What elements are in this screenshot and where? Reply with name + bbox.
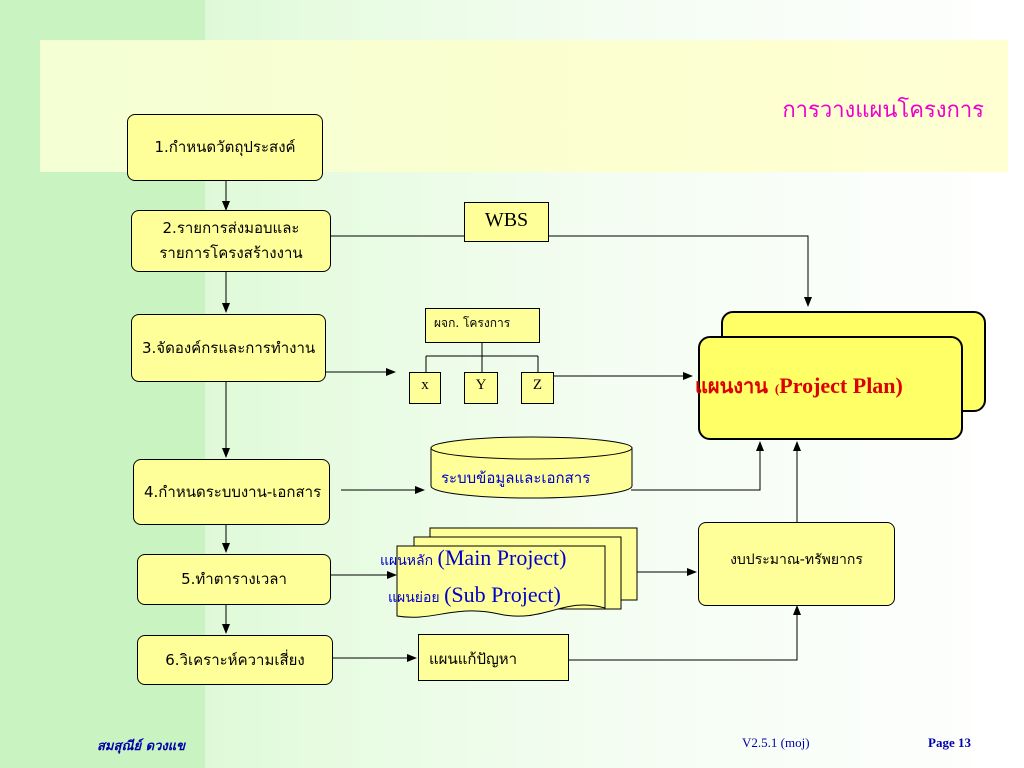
step-5-box: 5.ทำตารางเวลา <box>137 554 331 605</box>
step-6-label: 6.วิเคราะห์ความเสี่ยง <box>165 650 305 669</box>
step-3-box: 3.จัดองค์กรและการทำงาน <box>131 314 326 382</box>
step-2-box: 2.รายการส่งมอบและ รายการโครงสร้างงาน <box>131 210 331 272</box>
member-y-box: Y <box>464 372 498 404</box>
sub-project-label: แผนย่อย (Sub Project) <box>388 582 561 609</box>
project-plan-box <box>698 336 963 440</box>
footer-page-number: Page 13 <box>928 735 971 750</box>
project-plan-paren: ( <box>774 381 780 396</box>
step-2-label-line2: รายการโครงสร้างงาน <box>159 244 303 262</box>
footer-version: V2.5.1 (moj) <box>742 735 810 750</box>
main-project-eng: (Main Project) <box>437 545 567 570</box>
arrow-step2-plan <box>331 235 812 307</box>
sub-project-thai: แผนย่อย <box>388 590 440 606</box>
wbs-label: WBS <box>484 209 529 231</box>
risk-plan-label: แผนแก้ปัญหา <box>429 650 518 668</box>
database-cylinder <box>430 436 633 499</box>
arrow-database-plan <box>631 441 764 491</box>
step-3-label: 3.จัดองค์กรและการทำงาน <box>142 338 316 357</box>
member-z-label: Z <box>532 377 543 393</box>
member-x-label: x <box>421 377 429 393</box>
step-5-label: 5.ทำตารางเวลา <box>181 570 287 589</box>
project-plan-eng: Project Plan) <box>779 373 903 398</box>
project-plan-thai: แผนงาน <box>695 374 768 398</box>
slide-title: การวางแผนโครงการ <box>782 98 984 123</box>
project-manager-label: ผจก. โครงการ <box>434 316 511 330</box>
budget-box: งบประมาณ-ทรัพยากร <box>698 522 895 606</box>
member-y-label: Y <box>475 377 487 393</box>
wbs-box: WBS <box>464 202 549 242</box>
project-plan-label: แผนงาน (Project Plan) <box>695 370 903 402</box>
sub-project-eng: (Sub Project) <box>444 582 561 607</box>
schedule-documents <box>396 527 638 618</box>
member-z-box: Z <box>521 372 554 404</box>
main-project-label: แผนหลัก (Main Project) <box>380 545 566 572</box>
step-1-box: 1.กำหนดวัตถุประสงค์ <box>127 114 323 181</box>
main-project-thai: แผนหลัก <box>380 553 434 569</box>
arrow-riskplan-budget <box>569 605 801 661</box>
risk-plan-box: แผนแก้ปัญหา <box>418 634 569 681</box>
project-manager-box: ผจก. โครงการ <box>425 308 540 343</box>
budget-label: งบประมาณ-ทรัพยากร <box>730 552 863 568</box>
footer-author: สมสุณีย์ ดวงแข <box>97 739 185 754</box>
step-1-label: 1.กำหนดวัตถุประสงค์ <box>154 138 296 157</box>
member-x-box: x <box>409 372 441 404</box>
database-label: ระบบข้อมูลและเอกสาร <box>441 469 591 487</box>
step-6-box: 6.วิเคราะห์ความเสี่ยง <box>137 635 333 685</box>
step-4-label: 4.กำหนดระบบงาน-เอกสาร <box>144 482 322 501</box>
step-2-label-line1: 2.รายการส่งมอบและ <box>162 218 300 237</box>
step-4-box: 4.กำหนดระบบงาน-เอกสาร <box>133 459 330 525</box>
